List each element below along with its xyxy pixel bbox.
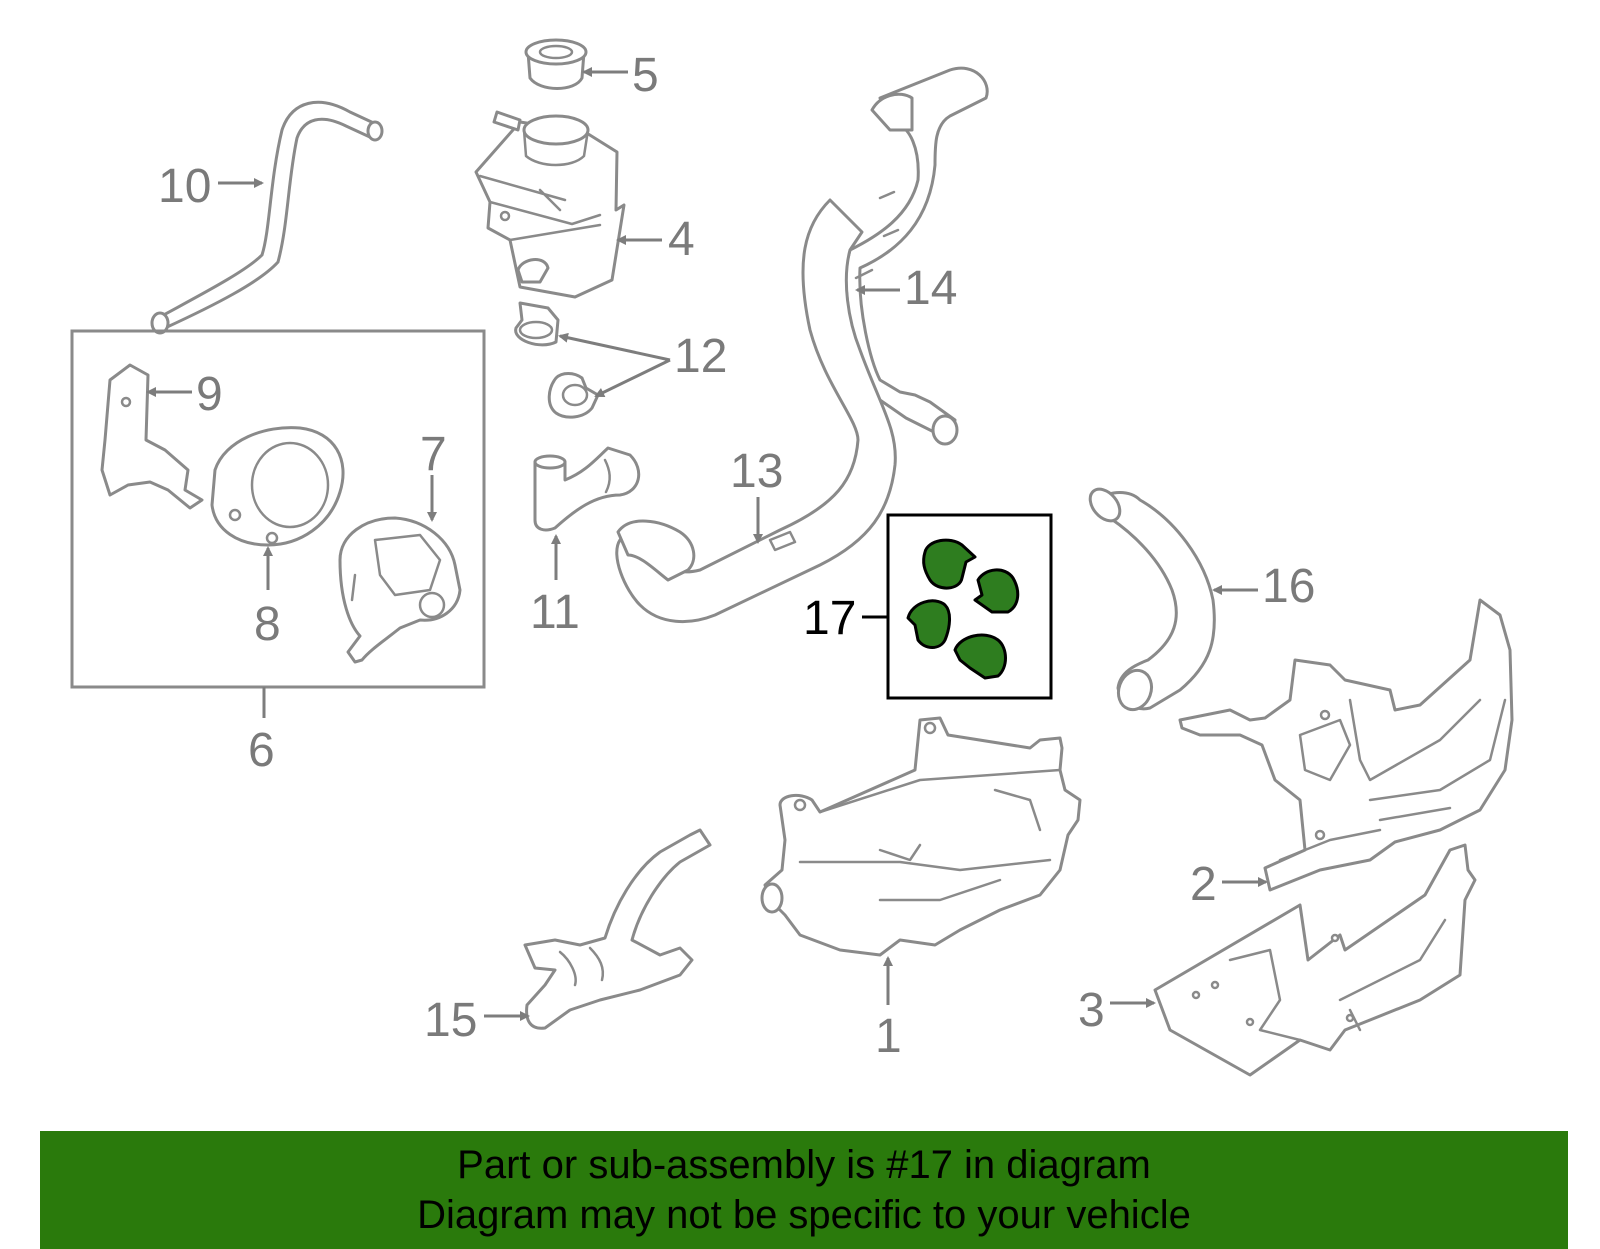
callout-3: 3	[1078, 984, 1105, 1037]
callout-4: 4	[668, 213, 695, 266]
part-8-gasket[interactable]	[210, 426, 345, 547]
callout-6: 6	[248, 724, 275, 777]
part-12-grommets[interactable]	[514, 301, 600, 419]
callout-1: 1	[875, 1010, 902, 1063]
part-16-hose[interactable]	[1084, 483, 1216, 714]
part-17-box	[886, 513, 1053, 700]
callout-10: 10	[158, 160, 211, 213]
callout-13: 13	[730, 445, 783, 498]
part-17-bushings[interactable]	[906, 538, 1020, 680]
part-9-bracket[interactable]	[100, 363, 204, 510]
leader-lines	[146, 67, 1268, 1021]
callout-2: 2	[1190, 858, 1217, 911]
callout-12: 12	[674, 330, 727, 383]
callout-8: 8	[254, 598, 281, 651]
banner-line-1: Part or sub-assembly is #17 in diagram	[457, 1143, 1151, 1187]
part-6-assembly-box	[70, 329, 486, 689]
part-7-pump[interactable]	[338, 516, 462, 664]
info-banner: Part or sub-assembly is #17 in diagram D…	[40, 1131, 1568, 1249]
part-15-hose[interactable]	[523, 828, 712, 1030]
callout-16: 16	[1262, 560, 1315, 613]
part-1-module[interactable]	[760, 716, 1082, 957]
callout-7: 7	[420, 428, 447, 481]
banner-line-2: Diagram may not be specific to your vehi…	[417, 1193, 1191, 1237]
callout-14: 14	[904, 262, 957, 315]
part-5-cap[interactable]	[524, 38, 588, 90]
callout-5: 5	[632, 49, 659, 102]
callout-9: 9	[196, 368, 223, 421]
part-10-hose[interactable]	[150, 100, 384, 335]
part-4-reservoir[interactable]	[474, 110, 626, 299]
part-3-bracket[interactable]	[1153, 843, 1477, 1077]
part-13-hose[interactable]	[615, 198, 897, 624]
part-2-bracket[interactable]	[1178, 598, 1514, 892]
callout-17: 17	[803, 592, 856, 645]
part-11-elbow[interactable]	[533, 446, 641, 532]
callout-labels: 5 4 10 14 12 9 7 13 16 11 8 17 6 2 3 15 …	[158, 49, 1315, 1063]
callout-11: 11	[530, 586, 580, 639]
callout-15: 15	[424, 994, 477, 1047]
part-14-hose[interactable]	[843, 66, 989, 446]
